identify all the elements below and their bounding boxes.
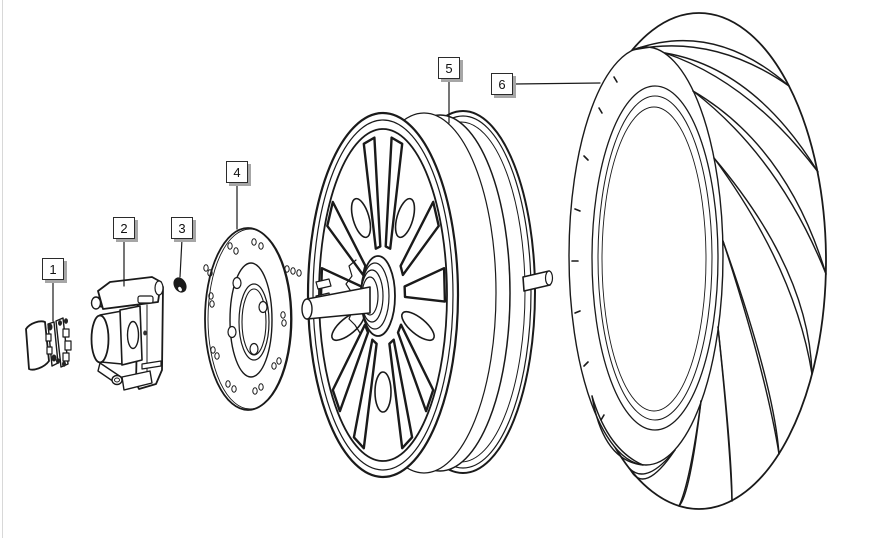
- part-brake-pad-pin: [173, 277, 187, 293]
- callout-6[interactable]: 6: [491, 73, 513, 95]
- wheel-hub: [360, 255, 396, 337]
- part-wheel-rim: [301, 110, 554, 479]
- part-tire: [568, 12, 827, 510]
- callout-1[interactable]: 1: [42, 258, 64, 280]
- tire-edge-notches: [571, 76, 618, 421]
- callout-3[interactable]: 3: [171, 217, 193, 239]
- disc-mount-holes: [227, 276, 268, 356]
- tire-tread-grooves: [591, 39, 827, 507]
- wheel-openings: [331, 197, 435, 413]
- leader-line-3: [179, 238, 183, 278]
- pad-dark-details: [47, 318, 68, 367]
- window-edge-line: [2, 0, 3, 538]
- disc-vent-holes: [203, 238, 302, 395]
- callout-4[interactable]: 4: [226, 161, 248, 183]
- leader-line-6: [513, 82, 601, 85]
- leader-lines: [52, 79, 601, 322]
- axle-right: [522, 270, 554, 292]
- wheel-spokes: [319, 136, 447, 450]
- pad-tabs: [45, 328, 72, 362]
- part-brake-disc: [203, 227, 302, 411]
- callout-2[interactable]: 2: [113, 217, 135, 239]
- part-brake-pads: [25, 317, 72, 371]
- callout-5[interactable]: 5: [438, 57, 460, 79]
- part-brake-caliper: [90, 276, 164, 391]
- axle-left: [301, 286, 371, 320]
